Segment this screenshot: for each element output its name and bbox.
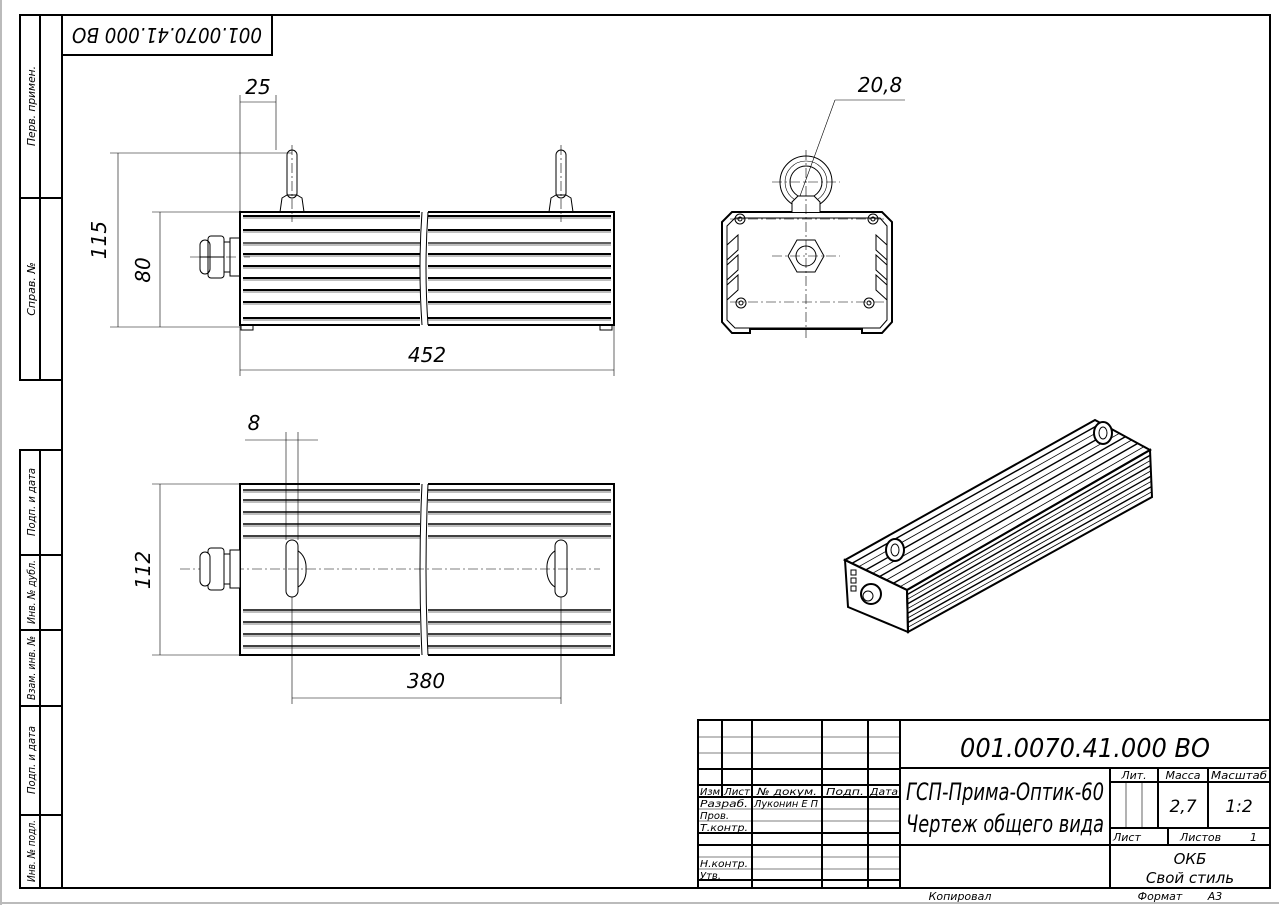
rib-line [906,454,1151,596]
svg-text:Формат: Формат [1138,890,1183,903]
strip-label: Подп. и дата [25,726,38,794]
svg-text:Масса: Масса [1165,769,1200,782]
svg-text:Дата: Дата [869,787,898,798]
rib-line [907,460,1151,600]
mass-value: 2,7 [1169,797,1196,817]
svg-text:Пров.: Пров. [700,811,729,822]
side-strip: Перв. примен. Справ. № Подп. и дата Инв.… [19,14,63,889]
dim-width: 112 [131,551,155,589]
scale-value: 1:2 [1225,797,1252,817]
rib-line [886,439,1132,581]
strip-label: Взам. инв. № [25,636,38,700]
svg-text:001.0070.41.000 ВО: 001.0070.41.000 ВО [72,23,262,47]
rib-line [899,446,1145,588]
strip-label: Перв. примен. [25,66,38,146]
drawing-code: 001.0070.41.000 ВО [960,734,1210,764]
dim-ring-diameter: 20,8 [858,73,903,97]
drawing-type: Чертеж общего вида [906,810,1104,838]
strip-label: Инв. № подл. [25,820,38,882]
rotated-code-stamp: 001.0070.41.000 ВО [61,14,273,56]
dim-mount-spacing: 380 [407,669,445,693]
rib-line [907,475,1152,614]
svg-text:№ докум.: № докум. [756,787,817,798]
developer-name: Луконин Е П [753,799,818,810]
svg-text:Масштаб: Масштаб [1211,769,1267,782]
strip-label: Справ. № [25,262,38,316]
eyebolt-icon [279,145,574,222]
product-name: ГСП-Прима-Оптик-60 [906,778,1104,806]
sheets-count: 1 [1250,831,1257,844]
svg-text:Листов: Листов [1179,831,1221,844]
title-block: 001.0070.41.000 ВО ГСП-Прима-Оптик-60 Че… [697,719,1271,903]
org-subtitle: Свой стиль [1146,869,1234,887]
svg-text:Лист: Лист [723,787,751,798]
rib-line [892,442,1139,584]
svg-text:Утв.: Утв. [700,871,721,882]
svg-text:Копировал: Копировал [929,890,992,903]
isometric-view [842,418,1154,634]
svg-text:Н.контр.: Н.контр. [700,859,748,870]
dim-length: 452 [408,343,446,367]
svg-text:Т.контр.: Т.контр. [700,823,748,834]
dim-slot-width: 8 [248,411,261,435]
cable-gland-icon [190,235,250,279]
rib-line [906,465,1152,605]
dim-total-height: 115 [87,221,111,259]
top-view: 8 112 380 [131,411,615,704]
svg-text:Лит.: Лит. [1120,769,1146,782]
svg-text:Разраб.: Разраб. [700,798,748,810]
strip-label: Инв. № дубл. [25,560,38,624]
format-value: А3 [1207,890,1223,903]
rib-line [907,480,1152,619]
rib-line [907,485,1152,624]
svg-text:Подп.: Подп. [826,787,864,798]
rib-line [879,436,1126,578]
rib-line [865,429,1114,571]
svg-text:Изм: Изм [700,787,720,798]
org-name: ОКБ [1174,850,1207,868]
dim-body-height: 80 [131,257,155,282]
svg-text:Лист: Лист [1112,831,1141,844]
rib-line [907,491,1152,628]
cable-gland-icon [199,547,241,591]
rib-line [907,470,1152,610]
rib-line [872,432,1120,574]
end-view: 20,8 [721,73,905,338]
front-view: 25 115 80 452 [87,75,615,376]
strip-label: Подп. и дата [25,468,38,536]
dim-eyebolt-offset: 25 [245,75,270,99]
